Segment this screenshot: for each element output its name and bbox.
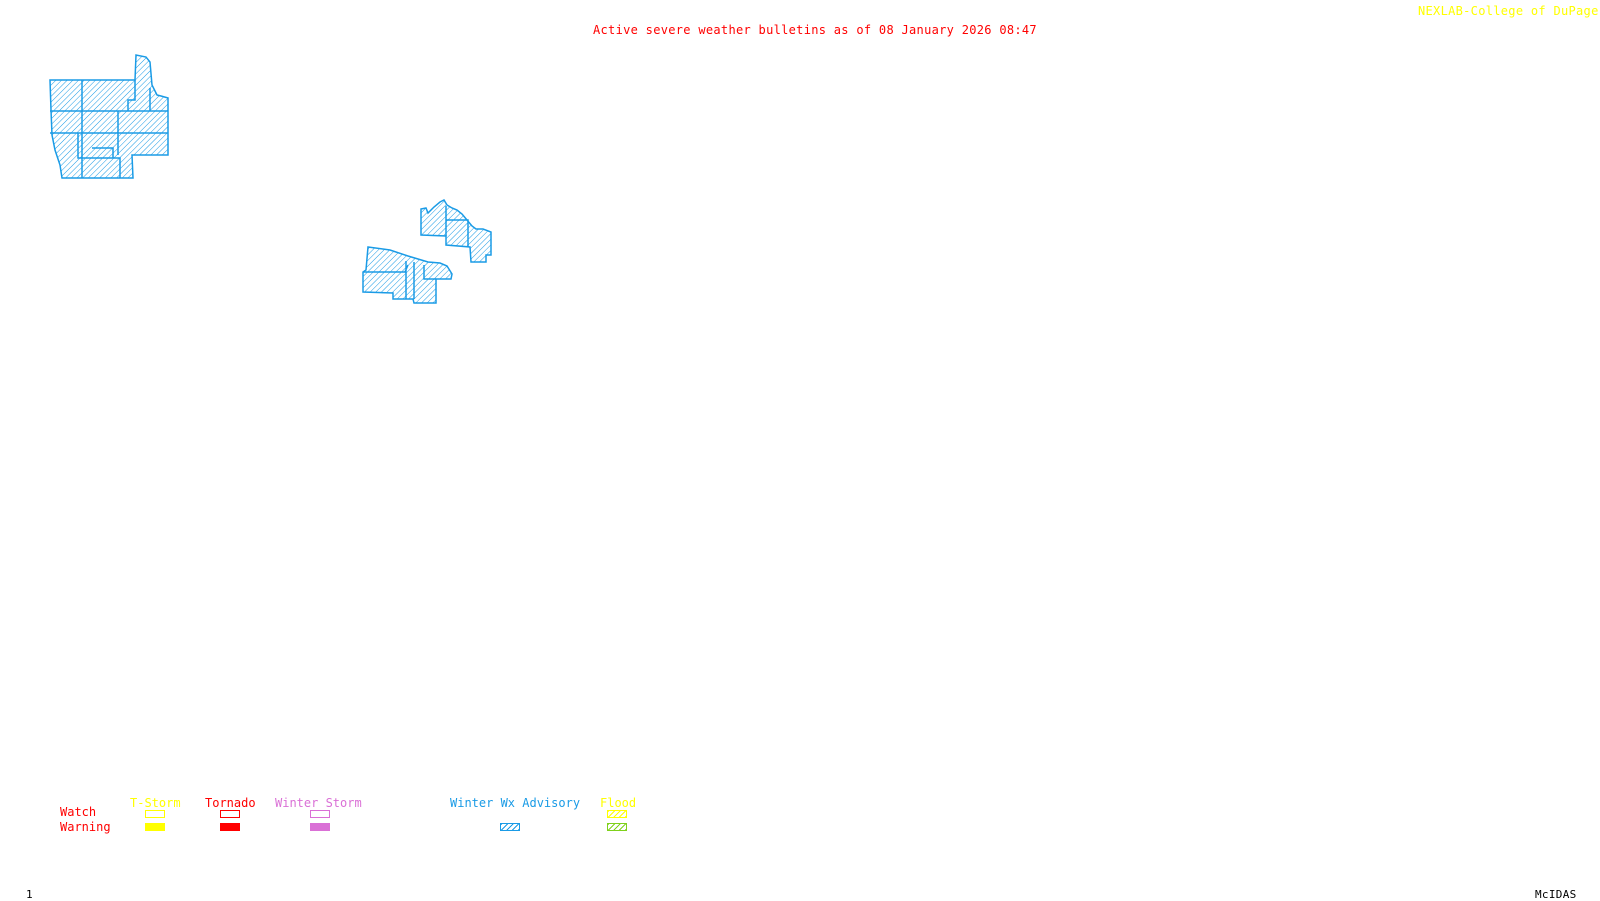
- legend-winter-storm-warning-swatch: [310, 823, 330, 831]
- county-border: [445, 206, 469, 247]
- county-border: [363, 261, 436, 299]
- legend-flood-label: Flood: [600, 796, 637, 810]
- legend-warning-label: Warning: [60, 820, 111, 834]
- county-outline: [362, 246, 453, 304]
- legend-tornado-label: Tornado: [205, 796, 256, 810]
- county-outline: [420, 199, 492, 263]
- northwest-region: [49, 54, 169, 179]
- software-label: McIDAS: [1535, 888, 1577, 901]
- legend-winter-wx-advisory-swatch: [500, 823, 520, 831]
- legend-tornado-watch-swatch: [220, 810, 240, 818]
- legend-flood-warning-swatch: [607, 823, 627, 831]
- county-outline: [49, 54, 169, 179]
- legend-tstorm-label: T-Storm: [130, 796, 181, 810]
- central-region-north: [420, 199, 492, 263]
- legend-winter-storm-label: Winter Storm: [275, 796, 362, 810]
- credit-text: NEXLAB-College of DuPage: [1418, 4, 1599, 18]
- legend-winter-wx-advisory-label: Winter Wx Advisory: [450, 796, 581, 810]
- legend-watch-label: Watch: [60, 805, 97, 819]
- legend-winter-storm-watch-swatch: [310, 810, 330, 818]
- legend-tstorm-warning-swatch: [145, 823, 165, 831]
- map-title: Active severe weather bulletins as of 08…: [593, 23, 1037, 37]
- central-region-south: [362, 246, 453, 304]
- legend-tornado-warning-swatch: [220, 823, 240, 831]
- legend-tstorm-watch-swatch: [145, 810, 165, 818]
- county-border: [50, 80, 168, 178]
- frame-number: 1: [26, 888, 33, 901]
- legend-flood-watch-swatch: [607, 810, 627, 818]
- credit-label: NEXLAB-College of DuPage ↖: [1418, 5, 1600, 17]
